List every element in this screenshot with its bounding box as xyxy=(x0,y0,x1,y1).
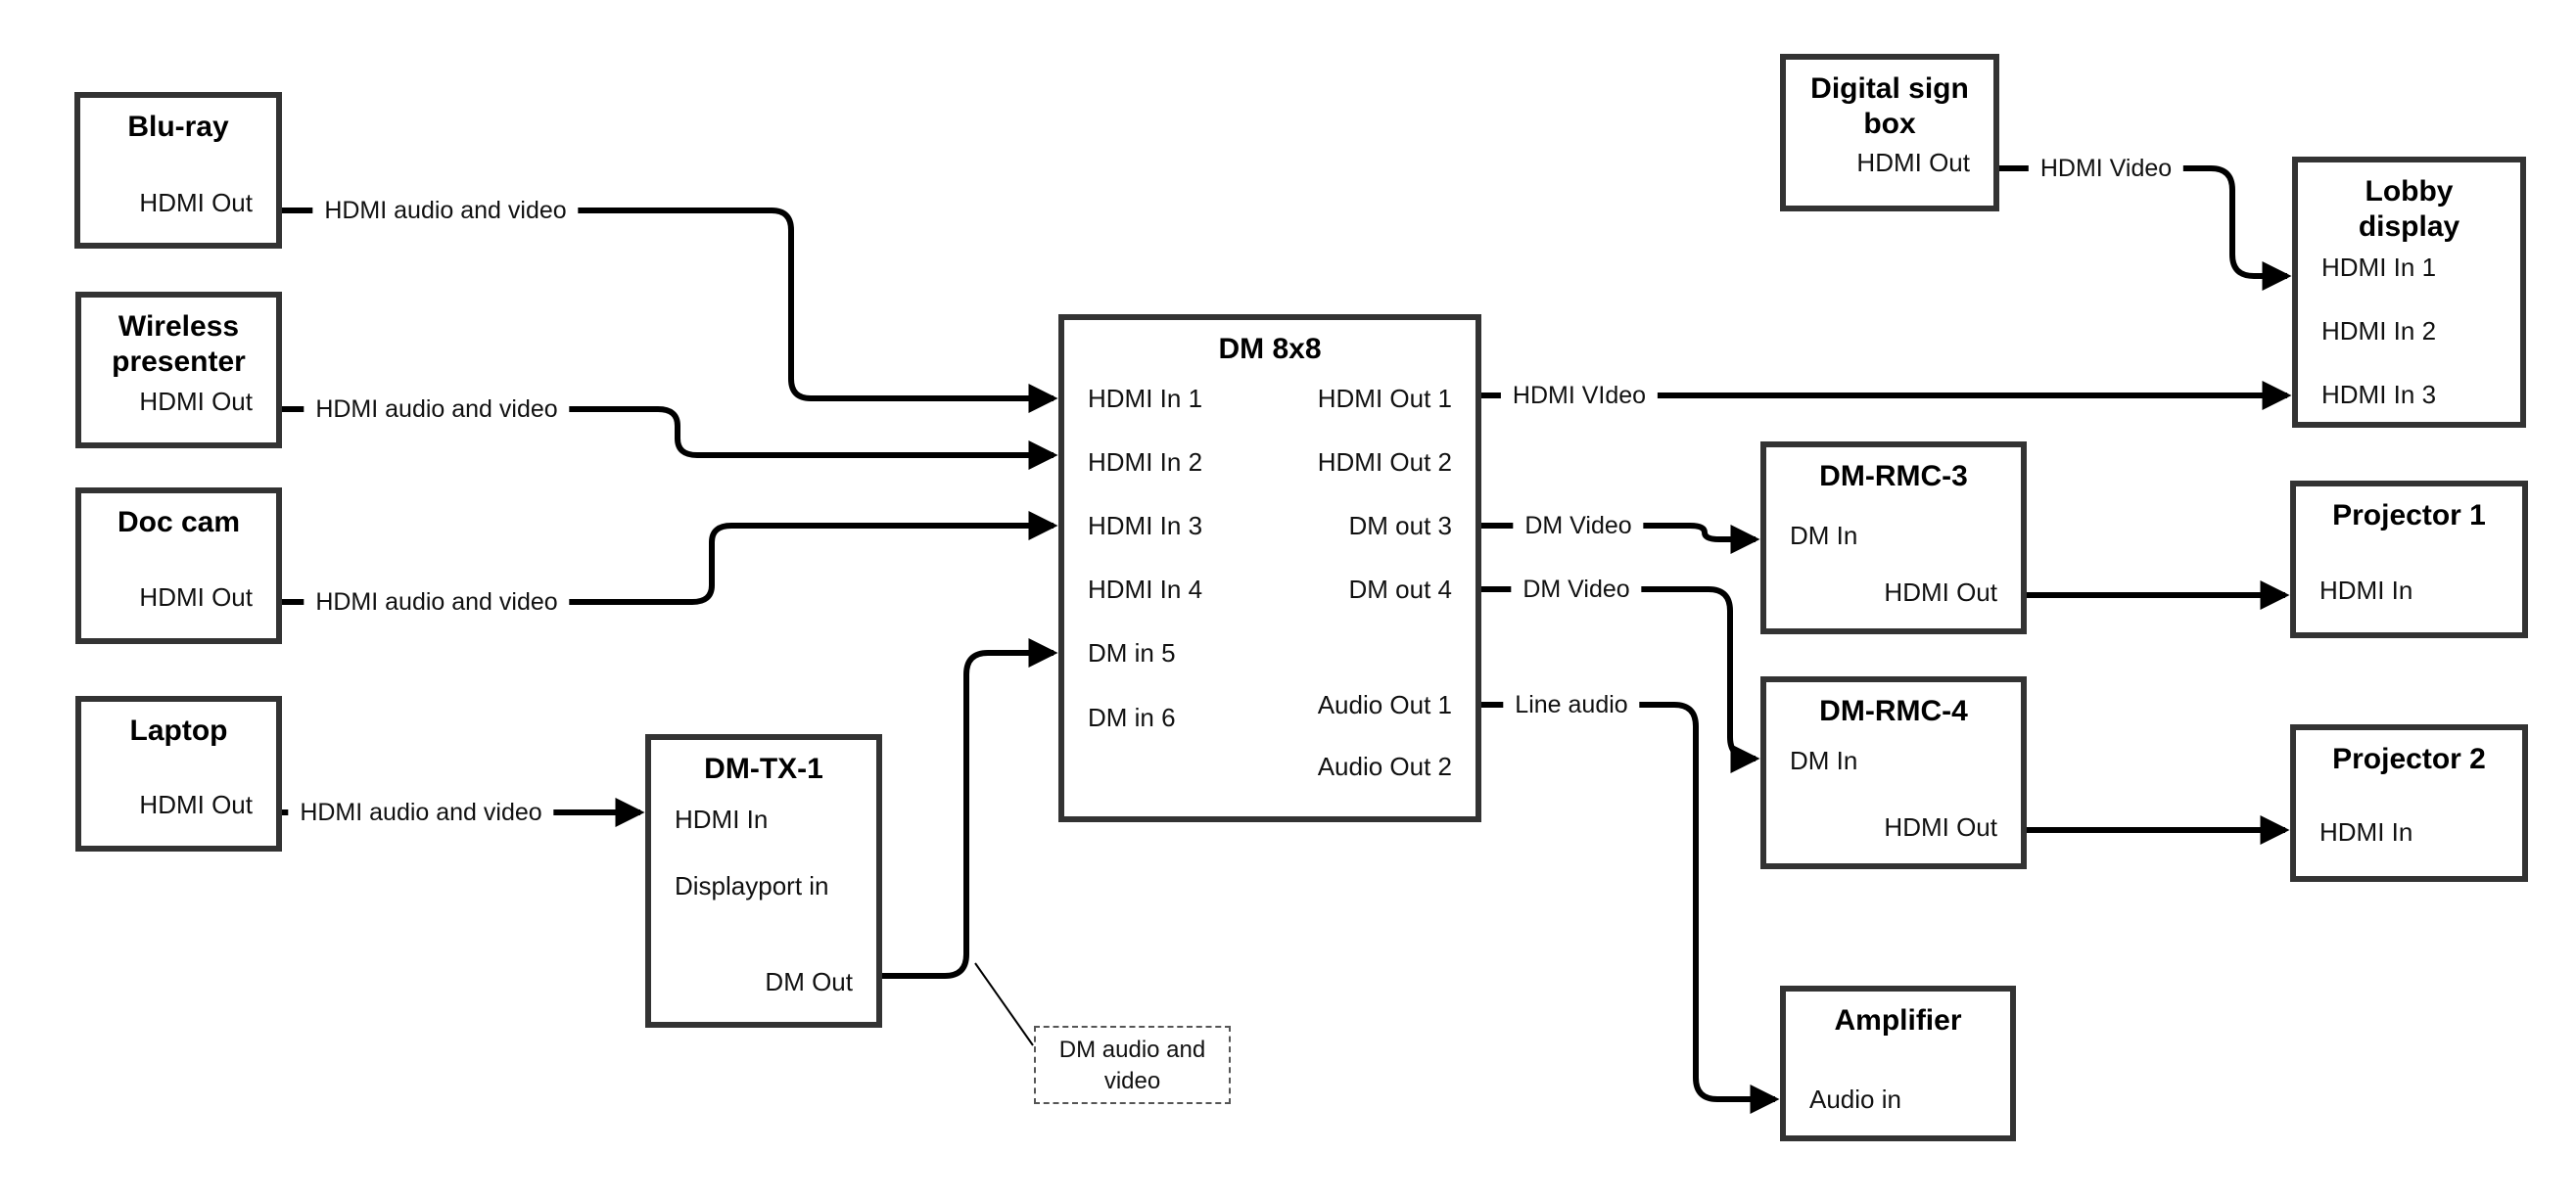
port-hdmi-in: HDMI In xyxy=(2319,576,2413,605)
port-dm-out-3: DM out 3 xyxy=(1348,511,1453,540)
wire-dm8x8-out4-to-dmrmc4 xyxy=(1481,586,1760,773)
wire-doccam-to-dm8x8-in3 xyxy=(282,511,1058,605)
node-title: Amplifier xyxy=(1834,1004,1962,1037)
wire-label-hdmi-video-sign: HDMI Video xyxy=(2028,153,2184,184)
wire-label-hdmi-av-3: HDMI audio and video xyxy=(304,586,570,618)
port-audio-in: Audio in xyxy=(1809,1085,1901,1114)
port-dm-in: DM In xyxy=(1790,521,1858,550)
node-title: Laptop xyxy=(129,715,228,747)
node-title: Doc cam xyxy=(117,506,241,538)
node-title: DM-RMC-3 xyxy=(1819,460,1968,492)
port-hdmi-in-3: HDMI In 3 xyxy=(1088,511,1203,540)
node-dm-rmc-3: DM-RMC-3 DM In HDMI Out xyxy=(1760,441,2027,634)
port-dm-in-5: DM in 5 xyxy=(1088,638,1176,668)
wire-dm8x8-out3-to-dmrmc3 xyxy=(1481,523,1760,554)
node-title: Digital sign box xyxy=(1810,72,1969,140)
note-dm-audio-video: DM audio and video xyxy=(1034,1026,1231,1104)
port-displayport-in: Displayport in xyxy=(675,871,829,901)
port-hdmi-out-1: HDMI Out 1 xyxy=(1317,384,1452,413)
node-title: Projector 2 xyxy=(2332,743,2486,775)
port-hdmi-in-2: HDMI In 2 xyxy=(1088,447,1203,477)
wire-label-hdmi-av-4: HDMI audio and video xyxy=(288,797,554,828)
port-hdmi-in-1: HDMI In 1 xyxy=(2321,253,2437,282)
port-hdmi-in: HDMI In xyxy=(675,805,769,834)
port-hdmi-in-3: HDMI In 3 xyxy=(2321,380,2437,409)
port-hdmi-in: HDMI In xyxy=(2319,817,2413,847)
port-audio-out-2: Audio Out 2 xyxy=(1317,752,1452,781)
port-hdmi-in-2: HDMI In 2 xyxy=(2321,316,2437,346)
node-wireless-presenter: Wireless presenter HDMI Out xyxy=(75,292,282,448)
wire-bluray-to-dm8x8-in1 xyxy=(282,208,1058,413)
wire-wireless-to-dm8x8-in2 xyxy=(282,406,1058,470)
port-hdmi-out: HDMI Out xyxy=(1884,812,1997,842)
node-projector-1: Projector 1 HDMI In xyxy=(2290,481,2528,638)
wire-label-dm-video-out4: DM Video xyxy=(1511,574,1642,605)
port-hdmi-in-4: HDMI In 4 xyxy=(1088,575,1203,604)
port-hdmi-out-2: HDMI Out 2 xyxy=(1317,447,1452,477)
port-hdmi-out: HDMI Out xyxy=(139,790,253,819)
node-title: DM-RMC-4 xyxy=(1819,695,1968,727)
port-dm-in-6: DM in 6 xyxy=(1088,703,1176,732)
node-title: DM 8x8 xyxy=(1218,333,1322,365)
node-title: Blu-ray xyxy=(127,111,229,143)
node-digital-sign-box: Digital sign box HDMI Out xyxy=(1780,54,1999,211)
wire-label-hdmi-av-2: HDMI audio and video xyxy=(304,393,570,425)
wire-label-hdmi-video-out1: HDMI VIdeo xyxy=(1500,380,1659,411)
node-lobby-display: Lobby display HDMI In 1 HDMI In 2 HDMI I… xyxy=(2292,157,2526,428)
port-hdmi-out: HDMI Out xyxy=(139,188,253,217)
node-bluray: Blu-ray HDMI Out xyxy=(74,92,282,249)
node-title: Lobby display xyxy=(2358,175,2460,243)
note-leader-line xyxy=(974,962,1034,1046)
node-projector-2: Projector 2 HDMI In xyxy=(2290,724,2528,882)
port-hdmi-out: HDMI Out xyxy=(1856,148,1970,177)
wire-dm8x8-audio1-to-amplifier xyxy=(1481,702,1780,1114)
node-laptop: Laptop HDMI Out xyxy=(75,696,282,852)
wire-dmtx1-to-dm8x8-in5 xyxy=(882,638,1058,979)
node-title: Wireless presenter xyxy=(112,310,246,378)
port-dm-out-4: DM out 4 xyxy=(1348,575,1453,604)
wire-label-dm-video-out3: DM Video xyxy=(1513,510,1644,541)
port-dm-out: DM Out xyxy=(765,967,853,996)
wire-label-line-audio: Line audio xyxy=(1503,689,1640,720)
node-amplifier: Amplifier Audio in xyxy=(1780,986,2016,1141)
port-hdmi-out: HDMI Out xyxy=(139,387,253,416)
port-audio-out-1: Audio Out 1 xyxy=(1317,690,1452,719)
node-dm-tx-1: DM-TX-1 HDMI In Displayport in DM Out xyxy=(645,734,882,1028)
node-title: Projector 1 xyxy=(2332,499,2486,531)
wire-digitalsign-to-lobby-in1 xyxy=(1999,165,2292,291)
port-hdmi-out: HDMI Out xyxy=(139,582,253,612)
port-hdmi-out: HDMI Out xyxy=(1884,577,1997,607)
wire-label-hdmi-av-1: HDMI audio and video xyxy=(312,195,579,226)
port-hdmi-in-1: HDMI In 1 xyxy=(1088,384,1203,413)
node-title: DM-TX-1 xyxy=(704,753,823,785)
port-dm-in: DM In xyxy=(1790,746,1858,775)
node-dm-rmc-4: DM-RMC-4 DM In HDMI Out xyxy=(1760,676,2027,869)
node-dm-8x8: DM 8x8 HDMI In 1 HDMI In 2 HDMI In 3 HDM… xyxy=(1058,314,1481,822)
node-doc-cam: Doc cam HDMI Out xyxy=(75,487,282,644)
